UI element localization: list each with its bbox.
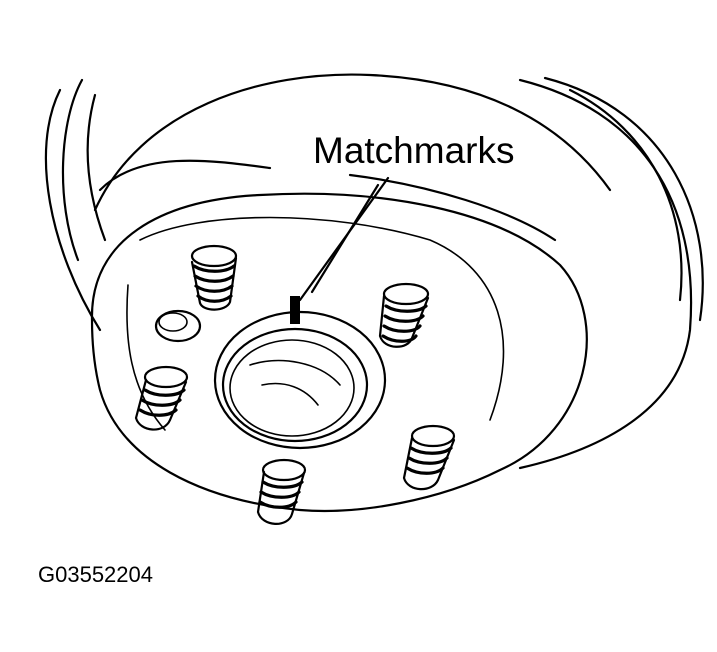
wheel-stud-top-left — [190, 244, 238, 311]
hub-face-outline — [90, 192, 588, 513]
figure-id: G03552204 — [38, 562, 153, 587]
matchmark — [290, 296, 300, 324]
wheel-stud-top-right — [378, 282, 430, 348]
drum-shell-left — [44, 78, 107, 332]
drum-inner-arc-right — [348, 173, 557, 242]
matchmarks-label: Matchmarks — [313, 130, 514, 171]
drum-shell-right — [518, 76, 704, 470]
wheel-stud-bottom-right — [402, 424, 456, 491]
hub-face-inner — [139, 216, 505, 421]
wheel-stud-left — [134, 365, 189, 431]
drum-inner-arc — [98, 159, 272, 192]
wheel-stud-bottom — [256, 458, 307, 525]
locating-hole — [154, 309, 202, 343]
center-bore — [213, 310, 387, 450]
callout-leader-lines — [298, 176, 390, 302]
drum-top-edge — [93, 73, 612, 212]
hub-face-inner-left — [126, 284, 166, 431]
